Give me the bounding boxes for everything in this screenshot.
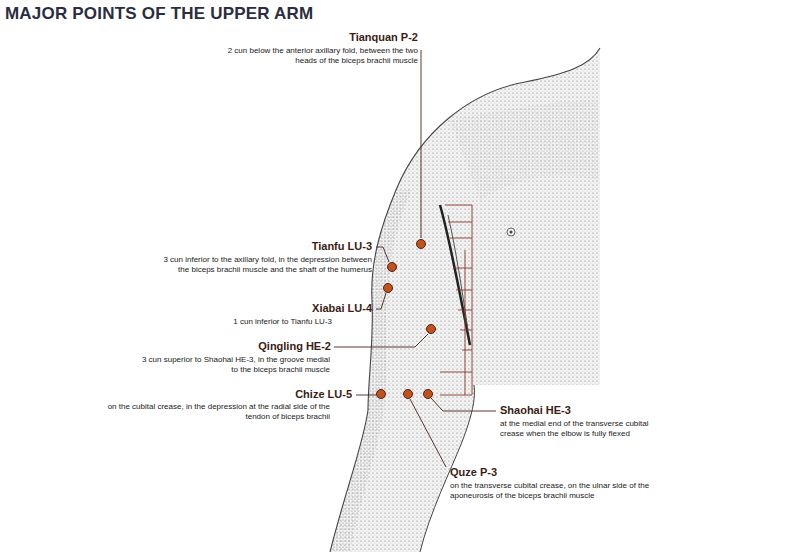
point-description: 3 cun inferior to the axillary fold, in … [152,255,372,275]
point-description: 1 cun inferior to Tianfu LU-3 [132,317,332,327]
point-name: Quze P-3 [450,466,497,479]
arm-outline [330,48,600,552]
point-description: at the medial end of the transverse cubi… [500,419,650,439]
acupoint-dot [377,240,436,399]
body-fill [330,48,600,552]
nipple [510,231,513,234]
cun-brackets [440,205,472,395]
point-description: on the cubital crease, in the depression… [90,402,330,422]
point-name: Tianfu LU-3 [312,240,372,253]
point-description: on the transverse cubital crease, on the… [450,481,675,501]
point-name: Tianquan P-2 [349,31,418,44]
point-name: Chize LU-5 [295,388,352,401]
point-name: Shaohai HE-3 [500,404,571,417]
chest-shading [450,100,598,200]
point-description: 3 cun superior to Shaohai HE-3, in the g… [140,355,330,375]
diagram-title: MAJOR POINTS OF THE UPPER ARM [5,4,313,24]
point-name: Xiabai LU-4 [312,302,372,315]
point-description: 2 cun below the anterior axillary fold, … [218,46,418,66]
axillary-fold [440,205,470,345]
nipple [507,228,515,236]
point-name: Qingling HE-2 [258,340,331,353]
